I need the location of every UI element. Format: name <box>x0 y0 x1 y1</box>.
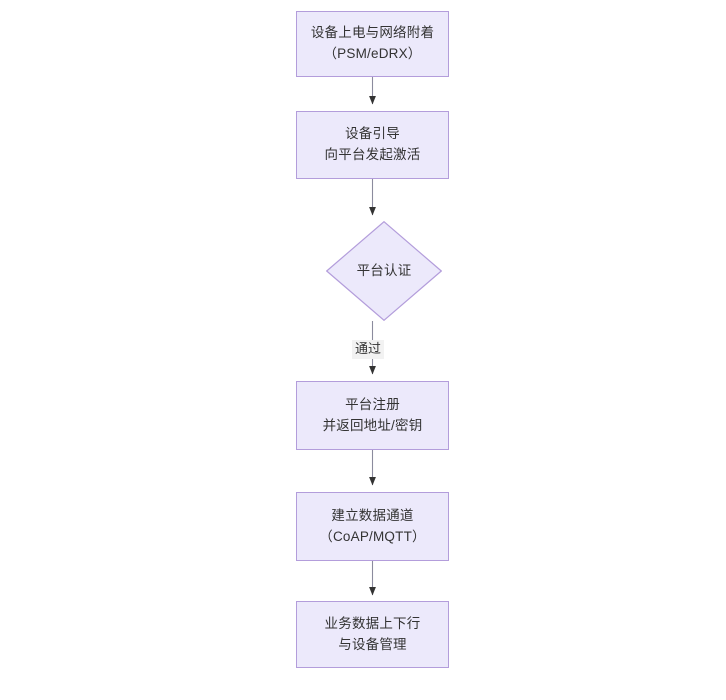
node-label-line: 平台注册 <box>345 396 400 412</box>
node-power-on-network-attach[interactable]: 设备上电与网络附着 （PSM/eDRX） <box>296 11 449 77</box>
node-label-line: 业务数据上下行 <box>324 615 421 631</box>
node-establish-data-channel[interactable]: 建立数据通道 （CoAP/MQTT） <box>296 492 449 561</box>
node-label-line: 向平台发起激活 <box>324 147 421 162</box>
node-label-line: 并返回地址/密钥 <box>322 417 423 433</box>
edge-label-pass: 通过 <box>352 340 385 359</box>
node-platform-authentication-decision[interactable]: 平台认证 <box>326 221 442 321</box>
node-label-line: 设备引导 <box>345 126 400 142</box>
node-business-data-and-device-management[interactable]: 业务数据上下行 与设备管理 <box>296 601 449 668</box>
node-device-bootstrap-activation[interactable]: 设备引导 向平台发起激活 <box>296 111 449 179</box>
diamond-shape <box>326 221 442 321</box>
node-label-line: （CoAP/MQTT） <box>319 528 426 544</box>
node-label-line: （PSM/eDRX） <box>323 46 422 61</box>
node-label-line: 与设备管理 <box>338 636 407 652</box>
node-label-line: 建立数据通道 <box>331 507 414 523</box>
node-platform-registration[interactable]: 平台注册 并返回地址/密钥 <box>296 381 449 450</box>
node-label-line: 平台认证 <box>356 262 412 278</box>
node-label-line: 设备上电与网络附着 <box>310 25 435 41</box>
